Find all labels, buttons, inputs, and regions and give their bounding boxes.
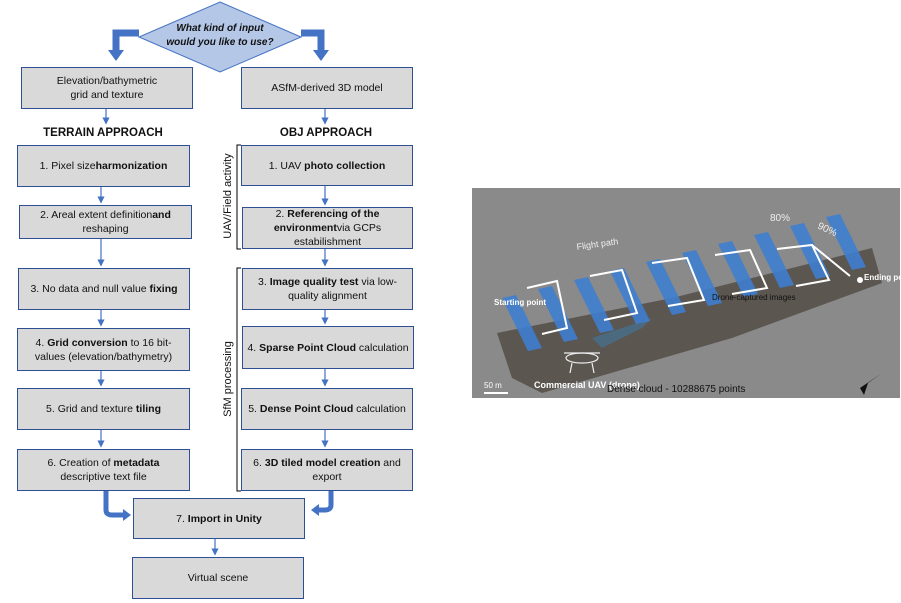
image-strip	[790, 223, 830, 279]
decision-question: What kind of input would you like to use…	[166, 23, 274, 48]
obj-approach-title: OBJ APPROACH	[279, 127, 373, 139]
drone-images-label: Drone-captured images	[712, 293, 796, 302]
terrain-step-6: 6. Creation of metadata descriptive text…	[17, 449, 190, 491]
overlap-80-label: 80%	[770, 213, 790, 224]
terrain-step-2: 2. Areal extent definitionand reshaping	[19, 205, 192, 239]
uav-field-activity-label: UAV/Field activity	[222, 153, 234, 239]
scale-label: 50 m	[484, 381, 502, 390]
virtual-scene: Virtual scene	[132, 557, 304, 599]
obj-step-2: 2. Referencing of the environmentvia GCP…	[242, 207, 413, 249]
obj-step-1: 1. UAV photo collection	[241, 145, 413, 186]
import-in-unity: 7. Import in Unity	[133, 498, 305, 539]
terrain-step-5: 5. Grid and texture tiling	[17, 388, 190, 430]
field-bracket	[236, 144, 241, 250]
obj-step-6: 6. 3D tiled model creation and export	[241, 449, 413, 491]
input-asfm-model: ASfM-derived 3D model	[241, 67, 413, 109]
decision-diamond	[137, 1, 303, 73]
uav-label: Commercial UAV (drone)	[534, 380, 640, 390]
terrain-approach-title: TERRAIN APPROACH	[43, 127, 163, 139]
obj-step-5: 5. Dense Point Cloud calculation	[241, 388, 413, 430]
uav-dense-cloud-image: Flight path 80% 90% Ending point Startin…	[472, 188, 901, 398]
image-strip	[754, 232, 794, 288]
obj-step-4: 4. Sparse Point Cloud calculation	[242, 326, 414, 369]
ending-point-label: Ending point	[864, 273, 900, 282]
branch-arrow-right	[301, 29, 325, 52]
north-arrow-icon	[860, 373, 882, 395]
image-strip	[826, 214, 866, 270]
starting-point-label: Starting point	[494, 298, 546, 307]
terrain-step-3: 3. No data and null value fixing	[18, 268, 190, 310]
image-strip	[502, 295, 542, 351]
sfm-processing-label: SfM processing	[222, 341, 234, 417]
branch-arrow-left	[112, 29, 139, 52]
merge-arrow-right	[318, 491, 334, 513]
uav-survey-figure: Flight path 80% 90% Ending point Startin…	[472, 188, 901, 398]
terrain-step-4: 4. Grid conversion to 16 bit-values (ele…	[17, 328, 190, 371]
image-strip	[718, 241, 758, 297]
sfm-bracket	[236, 267, 241, 492]
image-strip	[646, 259, 686, 315]
drone-icon	[564, 352, 600, 374]
dense-cloud-caption: Dense cloud - 10288675 points	[607, 384, 745, 395]
image-strip	[610, 268, 650, 324]
terrain-step-1: 1. Pixel sizeharmonization	[17, 145, 190, 187]
image-strip	[682, 250, 722, 306]
obj-step-3: 3. Image quality test via low-quality al…	[242, 268, 413, 310]
merge-arrow-left	[103, 491, 124, 518]
